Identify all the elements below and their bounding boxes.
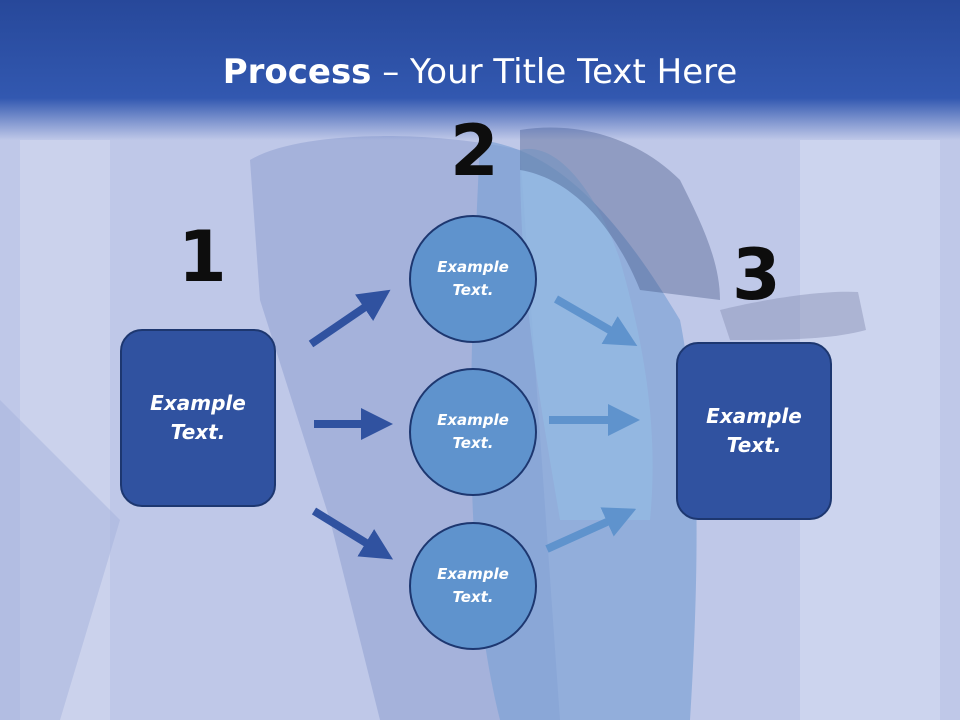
circle-top-line1: Example [437,258,509,276]
title-rest: – Your Title Text Here [371,52,738,92]
title-bold: Process [222,52,372,92]
circle-bottom-line2: Text. [452,588,494,606]
arrow-top-to-right [553,295,638,347]
arrow-left-to-top [308,289,391,348]
circle-bottom-line1: Example [437,565,509,583]
right-box-line1: Example [706,404,802,428]
slide-title: Process – Your Title Text Here [0,52,960,92]
circle-middle-line2: Text. [452,434,494,452]
left-box-line1: Example [150,391,246,415]
step-number-2: 2 [450,110,499,192]
step-number-3: 3 [732,234,781,316]
left-box-line2: Text. [170,420,226,444]
circle-top-line2: Text. [452,281,494,299]
arrow-bottom-to-right [545,507,637,553]
step-number-1: 1 [178,216,227,298]
circle-middle-line1: Example [437,411,509,429]
arrow-left-to-bottom [311,507,394,560]
header-band [0,0,960,140]
right-box-line2: Text. [726,433,782,457]
